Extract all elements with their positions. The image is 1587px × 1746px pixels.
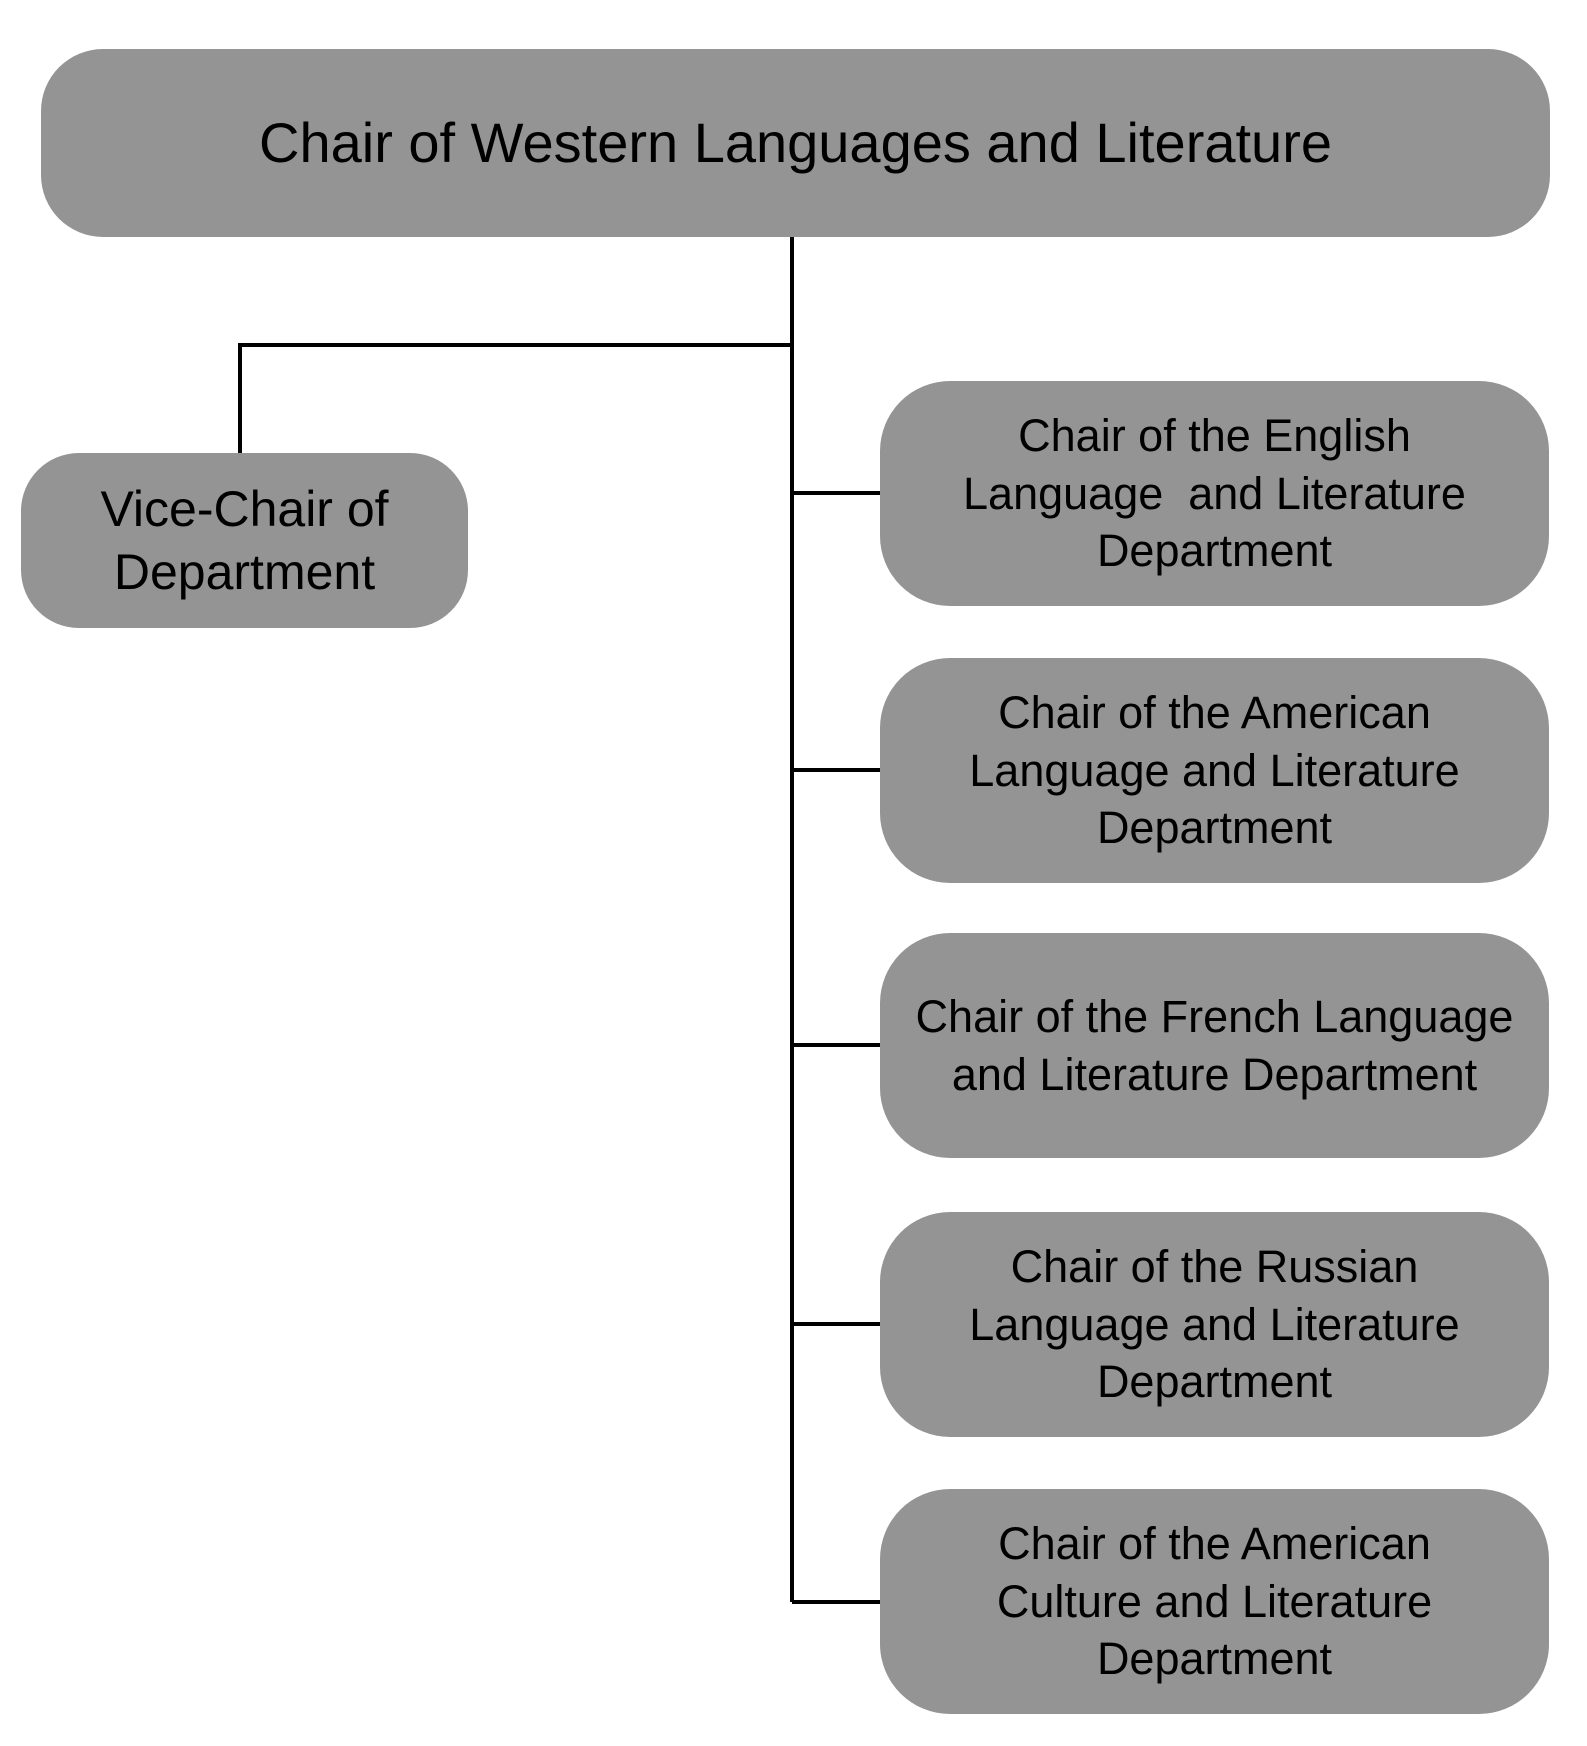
node-dept-russian: Chair of the Russian Language and Litera… (880, 1212, 1549, 1437)
node-dept-american-language: Chair of the American Language and Liter… (880, 658, 1549, 883)
node-label-line: Chair of the American (998, 687, 1431, 739)
node-label-line: Department (1096, 1633, 1333, 1685)
node-dept-french: Chair of the French Language and Literat… (880, 933, 1549, 1158)
node-dept-english: Chair of the English Language and Litera… (880, 381, 1549, 606)
node-label-line: Vice-Chair of (100, 481, 389, 537)
node-label: Chair of Western Languages and Literatur… (259, 111, 1332, 175)
node-chair-western-languages: Chair of Western Languages and Literatur… (41, 49, 1550, 237)
node-label-line: Department (1096, 802, 1333, 854)
node-label-line: Chair of the American (998, 1518, 1431, 1570)
node-label-line: Chair of the Russian (1010, 1241, 1419, 1293)
node-label-line: Department (1096, 525, 1333, 577)
node-dept-american-culture: Chair of the American Culture and Litera… (880, 1489, 1549, 1714)
node-label-line: Department (1096, 1356, 1333, 1408)
node-label-line: Department (113, 543, 376, 600)
node-label-line: Language and Literature (969, 744, 1460, 796)
node-label-line: Language and Literature (963, 467, 1466, 519)
node-label-line: and Literature Department (951, 1048, 1478, 1100)
node-label-line: Chair of the English (1018, 410, 1411, 462)
node-label-line: Chair of the French Language (915, 990, 1514, 1042)
node-vice-chair: Vice-Chair of Department (21, 453, 468, 628)
node-label-line: Language and Literature (969, 1298, 1460, 1350)
connector-vice-chair (238, 343, 792, 453)
node-label-line: Culture and Literature (996, 1575, 1433, 1627)
